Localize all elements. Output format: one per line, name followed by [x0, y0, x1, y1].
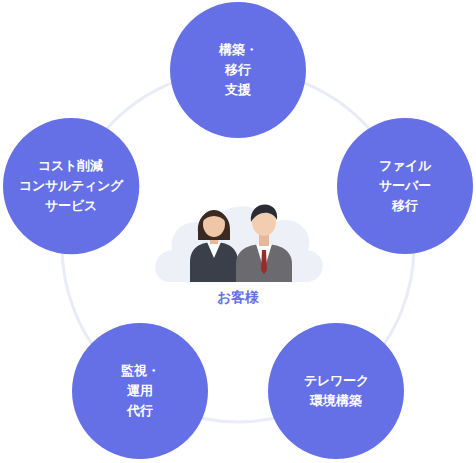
service-name: 構築・移行 支援 [219, 40, 258, 100]
cloud [155, 206, 323, 282]
service-name: テレワーク 環境構築 [304, 371, 369, 411]
service-circle: テレワーク 環境構築 [268, 323, 404, 459]
service-circle: 監視・運用 代行 [72, 323, 208, 459]
woman-figure [190, 210, 238, 282]
service-circle: コスト削減 コンサルティング サービス [3, 118, 139, 254]
customer-label: お客様 [217, 289, 259, 307]
service-name: ファイル サーバー 移行 [379, 156, 431, 216]
circle-outline [268, 323, 404, 459]
service-circle: 構築・移行 支援 [170, 2, 306, 138]
service-name: コスト削減 コンサルティング サービス [19, 156, 123, 216]
man-figure [236, 204, 292, 282]
service-name: 監視・運用 代行 [121, 361, 160, 421]
service-circle: ファイル サーバー 移行 [337, 118, 473, 254]
